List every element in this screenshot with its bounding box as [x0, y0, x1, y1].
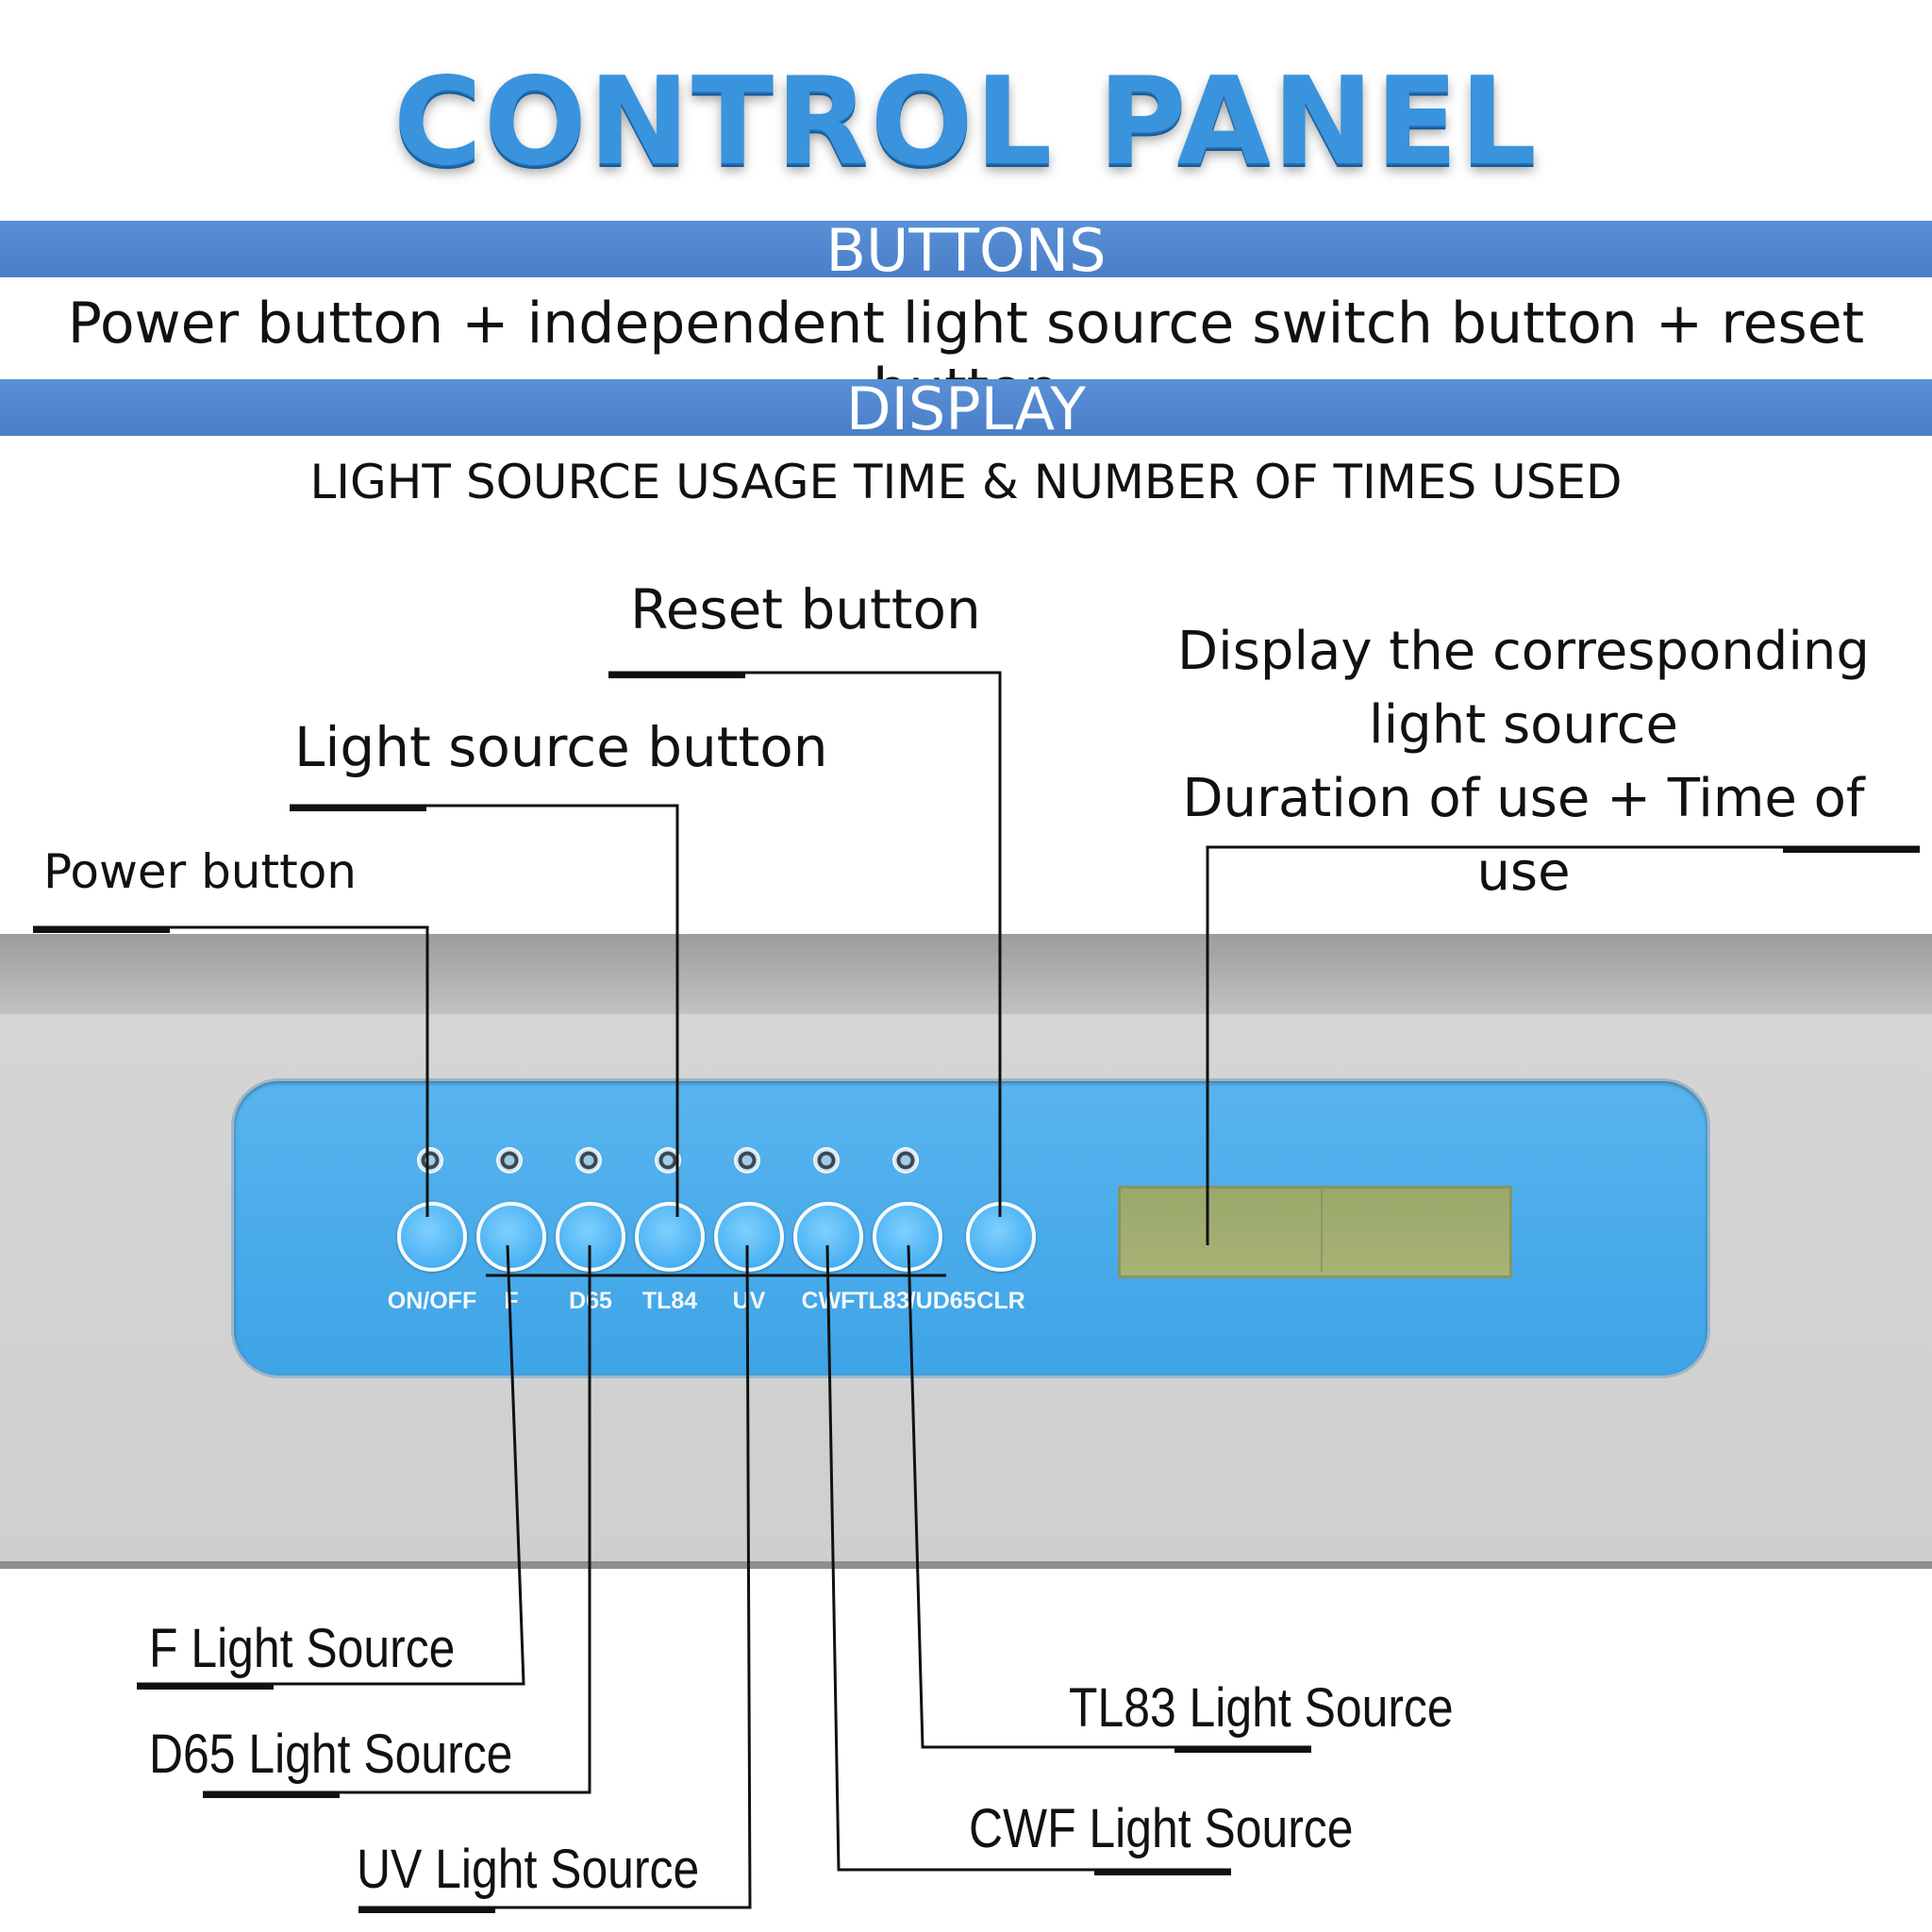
uv-light-button[interactable] — [714, 1202, 784, 1272]
buttons-band: BUTTONS — [0, 221, 1932, 281]
on-off-button[interactable] — [397, 1202, 467, 1272]
panel-label-tl84: TL84 — [641, 1288, 698, 1314]
callout-display: Display the corresponding light source D… — [1132, 615, 1915, 909]
panel-label-uv: UV — [732, 1288, 766, 1314]
device-top-edge — [0, 934, 1932, 1014]
callout-reset: Reset button — [630, 577, 981, 641]
callout-cwf-light: CWF Light Source — [969, 1798, 1354, 1859]
led-indicator — [419, 1149, 441, 1172]
callout-power: Power button — [43, 844, 357, 899]
callout-display-line1: Display the corresponding — [1177, 621, 1870, 682]
lcd-divider — [1321, 1189, 1323, 1272]
led-indicator — [736, 1149, 758, 1172]
led-indicator — [498, 1149, 521, 1172]
device-bottom-edge — [0, 1561, 1932, 1569]
led-indicator — [657, 1149, 679, 1172]
panel-label-on-off: ON/OFF — [387, 1288, 477, 1314]
callout-tl83-light: TL83 Light Source — [1069, 1677, 1454, 1739]
panel-label-tl83-ud65: TL83/UD65 — [854, 1288, 976, 1314]
tl84-light-button[interactable] — [635, 1202, 705, 1272]
page-title: CONTROL PANEL — [393, 52, 1539, 192]
callout-light-source: Light source button — [294, 715, 828, 779]
led-indicator — [577, 1149, 600, 1172]
callout-f-light: F Light Source — [149, 1618, 456, 1679]
panel-label-f: F — [504, 1288, 519, 1314]
callout-display-line3: Duration of use + Time of use — [1182, 768, 1865, 903]
callout-display-line2: light source — [1369, 694, 1678, 756]
f-light-button[interactable] — [476, 1202, 546, 1272]
lcd-display — [1118, 1186, 1512, 1278]
callout-d65-light: D65 Light Source — [149, 1724, 513, 1785]
led-indicator — [815, 1149, 838, 1172]
callout-uv-light: UV Light Source — [357, 1839, 700, 1900]
display-band: DISPLAY — [0, 379, 1932, 440]
display-description: LIGHT SOURCE USAGE TIME & NUMBER OF TIME… — [309, 455, 1623, 509]
panel-label-clr: CLR — [976, 1288, 1025, 1314]
led-indicator — [894, 1149, 917, 1172]
